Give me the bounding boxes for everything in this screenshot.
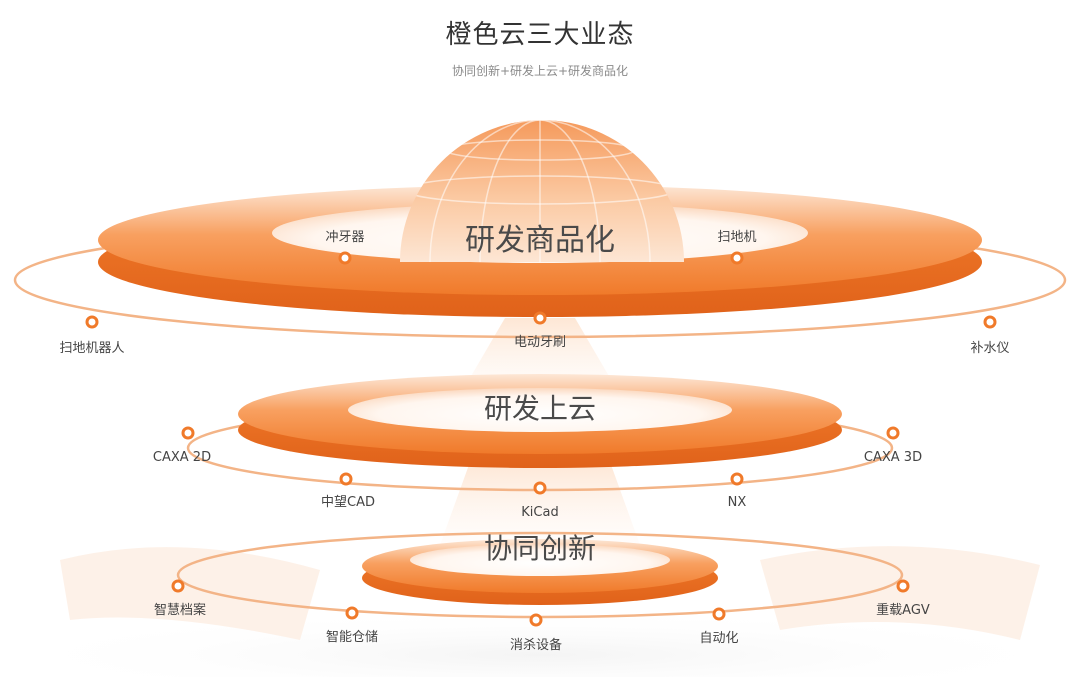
node-label: 电动牙刷 [514, 335, 566, 350]
node-dot [533, 481, 547, 495]
node-label: CAXA 3D [864, 450, 922, 465]
page-title: 橙色云三大业态 [445, 20, 635, 50]
node-label: CAXA 2D [153, 450, 211, 465]
node-dot [345, 606, 359, 620]
tier1-nodes: 冲牙器 扫地机 扫地机器人 电动牙刷 补水仪 [59, 230, 1009, 356]
bg-wave-left [60, 547, 320, 640]
node-dot [533, 311, 547, 325]
ring-tier2 [238, 374, 842, 468]
node-label: 补水仪 [970, 341, 1009, 356]
node-dot [339, 472, 353, 486]
node-dot [85, 315, 99, 329]
node-label: 重载AGV [876, 602, 930, 618]
node-dot [730, 472, 744, 486]
node-label: 智慧档案 [154, 602, 206, 618]
node-label: 扫地机 [717, 230, 756, 245]
tier3-nodes: 智慧档案 重载AGV 智能仓储 消杀设备 自动化 [154, 579, 930, 653]
node-label: 自动化 [699, 631, 738, 646]
node-label: KiCad [521, 505, 558, 520]
node-dot [896, 579, 910, 593]
bg-wave-right [760, 546, 1040, 640]
node-dot [712, 607, 726, 621]
ring-tier3 [362, 539, 718, 605]
beam-lower [440, 462, 640, 545]
tier-label-1: 研发商品化 [465, 223, 615, 258]
node-label: 冲牙器 [325, 230, 364, 245]
node-label: 扫地机器人 [59, 341, 124, 356]
node-label: 智能仓储 [326, 630, 378, 645]
node-label: NX [728, 495, 747, 510]
node-label: 中望CAD [321, 494, 375, 510]
node-dot [983, 315, 997, 329]
tier-label-2: 研发上云 [484, 392, 596, 425]
tier2-nodes: CAXA 2D CAXA 3D 中望CAD KiCad NX [153, 426, 922, 520]
orbit-tier1-front [13, 279, 1067, 339]
tier-label-3: 协同创新 [484, 532, 596, 565]
node-dot [181, 426, 195, 440]
node-dot [886, 426, 900, 440]
node-dot [730, 251, 744, 265]
node-dot [338, 251, 352, 265]
page-subtitle: 协同创新+研发上云+研发商品化 [451, 64, 629, 78]
node-dot [171, 579, 185, 593]
node-dot [529, 613, 543, 627]
node-label: 消杀设备 [510, 637, 562, 653]
